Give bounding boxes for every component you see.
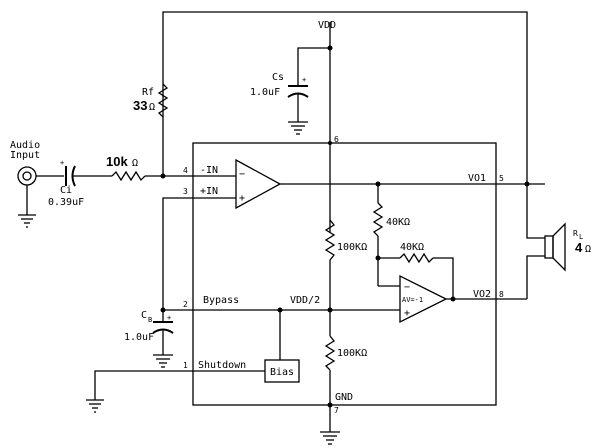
pin-neg-in-label: -IN: [200, 165, 218, 176]
cb-value: 1.0uF: [124, 332, 154, 343]
rf-name: Rf: [142, 87, 154, 98]
bypass-network: 2 Bypass VDD/2: [160, 295, 330, 360]
pin-vo2-number: 8: [499, 290, 504, 299]
shutdown-line: 1 Shutdown: [86, 360, 265, 413]
audio-input-jack: Audio Input: [10, 140, 64, 228]
svg-text:+: +: [167, 314, 171, 322]
feedback-resistor-vertical: 40KΩ: [372, 184, 410, 286]
pin-pos-in-number: 3: [183, 187, 188, 196]
rf-unit: Ω: [149, 102, 155, 113]
gnd-label: GND: [335, 392, 353, 403]
pin-shutdown-number: 1: [183, 361, 188, 370]
divider-resistor-bottom: 100KΩ: [324, 335, 367, 432]
r-fb-horiz-value: 40KΩ: [400, 242, 424, 253]
gnd-symbol: GND 7: [320, 392, 353, 445]
amp2-gain: AV=-1: [402, 296, 423, 304]
ci-value: 0.39uF: [48, 197, 84, 208]
vo2-label: VO2: [473, 289, 491, 300]
cs-capacitor: + Cs 1.0uF: [250, 47, 330, 135]
pin-shutdown-label: Shutdown: [198, 360, 246, 371]
feedback-resistor-horizontal: 40KΩ: [378, 242, 454, 300]
pin-bypass-number: 2: [183, 300, 188, 309]
amp2-minus: −: [404, 282, 410, 293]
pin-pos-in-label: +IN: [200, 186, 218, 197]
rin-unit: Ω: [132, 158, 138, 169]
amplifier-2: − + AV=-1: [330, 274, 527, 324]
pin-vdd-number: 6: [334, 135, 339, 144]
amp1-minus: −: [239, 169, 245, 180]
pin-bypass-label: Bypass: [203, 295, 239, 306]
ci-capacitor: + Ci 0.39uF: [48, 159, 112, 208]
cs-value: 1.0uF: [250, 87, 280, 98]
svg-text:+: +: [60, 159, 64, 167]
r-fb-vert-value: 40KΩ: [386, 217, 410, 228]
amplifier-1: − +: [235, 158, 378, 210]
cb-capacitor: + C B 1.0uF: [124, 310, 174, 368]
r-div-bot-value: 100KΩ: [337, 348, 367, 359]
audio-input-label-2: Input: [10, 150, 40, 161]
amp1-plus: +: [239, 193, 245, 204]
rl-unit: Ω: [585, 244, 591, 255]
ci-name: Ci: [60, 185, 72, 196]
audio-input-label-1: Audio: [10, 140, 40, 151]
amp2-plus: +: [404, 308, 410, 319]
rf-resistor: Rf 33 Ω: [133, 11, 528, 186]
rl-value: 4: [575, 240, 583, 255]
r-div-top-value: 100KΩ: [337, 242, 367, 253]
input-resistor: 10k Ω: [106, 154, 236, 182]
cb-name: C: [141, 310, 147, 321]
speaker-icon: R L 4 Ω: [526, 184, 591, 299]
rl-sub: L: [579, 233, 583, 241]
rl-name: R: [573, 229, 578, 238]
rin-value: 10k: [106, 154, 128, 169]
cb-sub: B: [148, 316, 152, 324]
pin-gnd-number: 7: [334, 406, 339, 415]
vo1-label: VO1: [468, 173, 486, 184]
bias-label: Bias: [270, 367, 294, 378]
pin-vo1-number: 5: [499, 174, 504, 183]
pin-neg-in-number: 4: [183, 166, 188, 175]
bias-block: Bias: [264, 359, 300, 383]
rf-value: 33: [133, 98, 147, 113]
vo1-output: VO1 5: [375, 173, 545, 187]
vdd-half-label: VDD/2: [290, 295, 320, 306]
vdd-rail: VDD 6: [318, 20, 339, 232]
vdd-label: VDD: [318, 20, 336, 31]
cs-name: Cs: [272, 72, 284, 83]
ic-package-outline: [192, 142, 497, 406]
divider-resistor-top: 100KΩ: [324, 219, 367, 336]
svg-text:+: +: [302, 76, 306, 84]
